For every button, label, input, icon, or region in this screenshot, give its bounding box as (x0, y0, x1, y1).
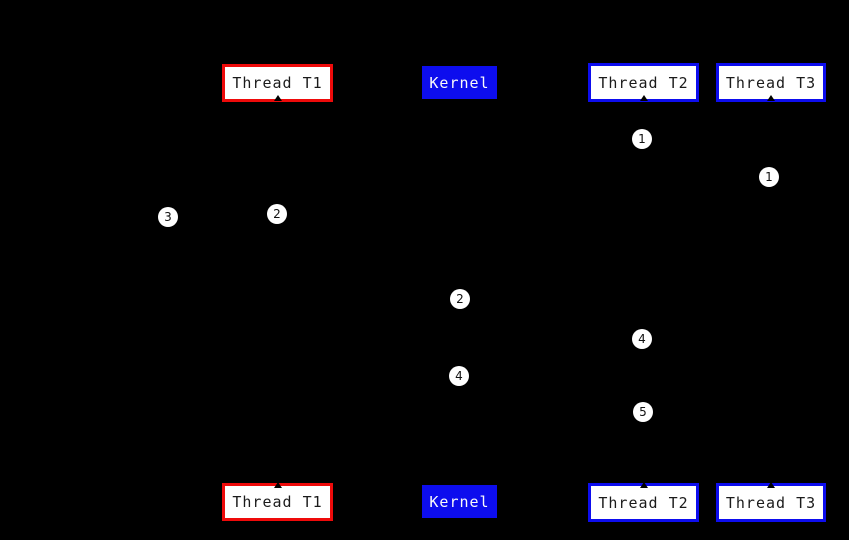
actor-label-thread-t1: Thread T1 (232, 74, 323, 92)
actor-label-thread-t1: Thread T1 (232, 493, 323, 511)
actor-label-thread-t3: Thread T3 (725, 493, 817, 512)
step-marker: 2 (267, 204, 287, 224)
step-marker: 1 (632, 129, 652, 149)
actor-box-thread-t3-bottom: Thread T3 (716, 482, 826, 522)
actor-label-thread-t2: Thread T2 (598, 493, 689, 512)
actor-label-kernel: Kernel (429, 492, 490, 511)
actor-box-kernel-bottom: Kernel (422, 485, 497, 518)
lifeline-tick-icon (273, 95, 282, 101)
actor-box-thread-t3-top: Thread T3 (716, 63, 826, 102)
actor-box-thread-t1-top: Thread T1 (222, 64, 333, 102)
lifeline-tick-icon (639, 482, 648, 488)
step-marker: 5 (633, 402, 653, 422)
lifeline-tick-icon (273, 482, 282, 488)
step-marker: 2 (450, 289, 470, 309)
actor-box-thread-t2-bottom: Thread T2 (588, 482, 699, 522)
actor-label-thread-t3: Thread T3 (725, 73, 817, 92)
step-marker: 4 (449, 366, 469, 386)
actor-label-thread-t2: Thread T2 (598, 73, 689, 92)
lifeline-tick-icon (767, 482, 775, 488)
lifeline-tick-icon (639, 95, 648, 101)
actor-box-thread-t1-bottom: Thread T1 (222, 482, 333, 521)
step-marker: 3 (158, 207, 178, 227)
lifeline-tick-icon (767, 95, 775, 101)
actor-box-kernel-top: Kernel (422, 66, 497, 99)
actor-box-thread-t2-top: Thread T2 (588, 63, 699, 102)
actor-label-kernel: Kernel (429, 73, 490, 92)
step-marker: 1 (759, 167, 779, 187)
step-marker: 4 (632, 329, 652, 349)
